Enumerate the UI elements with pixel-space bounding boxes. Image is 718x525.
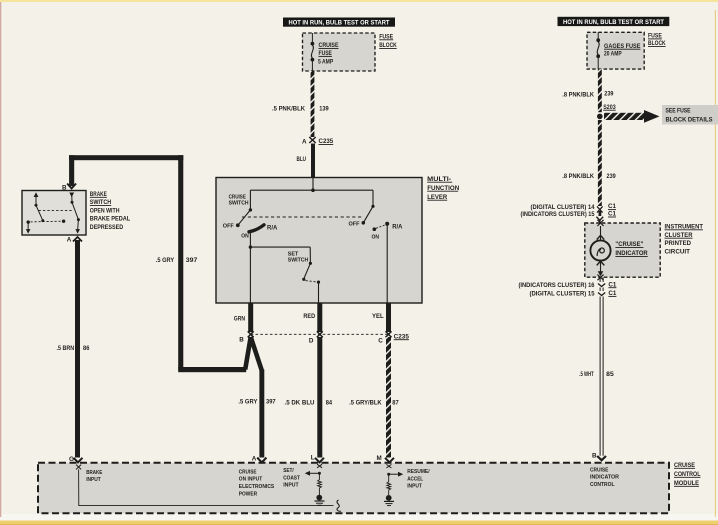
svg-text:GRN: GRN bbox=[234, 315, 246, 322]
svg-text:"CRUISE": "CRUISE" bbox=[615, 241, 643, 248]
svg-text:.5 BRN: .5 BRN bbox=[57, 345, 75, 352]
svg-text:CONTROL: CONTROL bbox=[590, 482, 615, 488]
svg-text:BRAKE: BRAKE bbox=[90, 191, 107, 198]
svg-text:A: A bbox=[302, 138, 307, 145]
svg-text:OFF: OFF bbox=[349, 222, 361, 228]
svg-text:CRUISE: CRUISE bbox=[319, 42, 339, 49]
svg-text:CONTROL: CONTROL bbox=[674, 471, 701, 478]
svg-text:SWITCH: SWITCH bbox=[90, 199, 112, 206]
svg-text:C: C bbox=[378, 338, 383, 345]
svg-text:SWITCH: SWITCH bbox=[288, 257, 309, 263]
svg-text:.5 WHT: .5 WHT bbox=[579, 371, 594, 378]
svg-text:(DIGITAL CLUSTER) 15: (DIGITAL CLUSTER) 15 bbox=[530, 291, 595, 298]
svg-text:.5 DK BLU: .5 DK BLU bbox=[285, 400, 315, 407]
svg-text:BLU: BLU bbox=[297, 156, 307, 163]
svg-text:5 AMP: 5 AMP bbox=[318, 59, 333, 66]
svg-text:YEL: YEL bbox=[372, 313, 384, 320]
svg-text:INDICATOR: INDICATOR bbox=[615, 250, 648, 257]
svg-text:BLOCK: BLOCK bbox=[379, 42, 397, 49]
svg-text:ON: ON bbox=[241, 233, 249, 239]
svg-text:BLOCK: BLOCK bbox=[648, 40, 666, 47]
svg-text:RED: RED bbox=[303, 313, 315, 320]
svg-text:POWER: POWER bbox=[239, 492, 258, 498]
svg-text:HOT IN RUN, BULB TEST OR START: HOT IN RUN, BULB TEST OR START bbox=[563, 19, 664, 26]
svg-text:CRUISE: CRUISE bbox=[239, 469, 257, 475]
svg-text:S203: S203 bbox=[603, 104, 616, 111]
svg-text:.5 GRY: .5 GRY bbox=[156, 257, 175, 264]
svg-text:A: A bbox=[67, 237, 72, 244]
svg-text:C235: C235 bbox=[319, 138, 334, 145]
svg-text:RESUME/: RESUME/ bbox=[407, 469, 430, 475]
svg-text:85: 85 bbox=[606, 371, 614, 378]
svg-text:MULTI-: MULTI- bbox=[427, 176, 451, 183]
svg-text:INPUT: INPUT bbox=[407, 484, 422, 490]
svg-text:ON INPUT: ON INPUT bbox=[239, 477, 263, 483]
svg-text:SET: SET bbox=[288, 252, 299, 258]
svg-text:INSTRUMENT: INSTRUMENT bbox=[665, 223, 704, 230]
svg-text:ON: ON bbox=[372, 234, 380, 240]
svg-text:L: L bbox=[311, 455, 315, 462]
svg-text:INPUT: INPUT bbox=[86, 477, 101, 483]
svg-text:R/A: R/A bbox=[392, 223, 403, 230]
svg-text:M: M bbox=[377, 455, 382, 462]
svg-text:ELECTRONICS: ELECTRONICS bbox=[239, 484, 275, 490]
svg-text:HOT IN RUN, BULB TEST OR START: HOT IN RUN, BULB TEST OR START bbox=[289, 20, 390, 27]
svg-text:CLUSTER: CLUSTER bbox=[665, 232, 693, 239]
svg-text:PRINTED: PRINTED bbox=[665, 240, 692, 247]
svg-text:84: 84 bbox=[326, 400, 333, 407]
svg-text:139: 139 bbox=[319, 106, 329, 113]
svg-text:BRAKE PEDAL: BRAKE PEDAL bbox=[90, 216, 131, 223]
svg-text:397: 397 bbox=[186, 257, 198, 264]
svg-text:MODULE: MODULE bbox=[674, 480, 699, 487]
svg-text:C1: C1 bbox=[608, 211, 616, 218]
svg-text:OFF: OFF bbox=[223, 224, 235, 230]
svg-text:B: B bbox=[592, 453, 597, 460]
svg-text:A: A bbox=[252, 456, 257, 463]
svg-text:.5 PNK/BLK: .5 PNK/BLK bbox=[272, 106, 305, 113]
svg-text:(INDICATORS CLUSTER) 16: (INDICATORS CLUSTER) 16 bbox=[519, 282, 595, 289]
svg-text:C1: C1 bbox=[608, 203, 616, 210]
svg-text:DEPRESSED: DEPRESSED bbox=[90, 224, 124, 231]
svg-text:20 AMP: 20 AMP bbox=[604, 51, 622, 58]
svg-text:CRUISE: CRUISE bbox=[590, 467, 609, 473]
svg-text:GAGES FUSE: GAGES FUSE bbox=[604, 43, 640, 50]
svg-text:B: B bbox=[62, 184, 67, 191]
svg-text:SET/: SET/ bbox=[283, 468, 294, 474]
svg-text:SEE FUSE: SEE FUSE bbox=[666, 108, 691, 115]
svg-text:OPEN WITH: OPEN WITH bbox=[90, 208, 120, 215]
svg-text:INPUT: INPUT bbox=[283, 483, 299, 489]
svg-text:C235: C235 bbox=[394, 333, 410, 340]
svg-text:D: D bbox=[309, 338, 314, 345]
svg-text:239: 239 bbox=[607, 173, 617, 180]
svg-text:CRUISE: CRUISE bbox=[229, 195, 247, 201]
svg-text:FUNCTION: FUNCTION bbox=[427, 185, 459, 192]
svg-text:INDICATOR: INDICATOR bbox=[590, 475, 620, 481]
svg-text:CRUISE: CRUISE bbox=[674, 462, 695, 469]
svg-text:(INDICATORS CLUSTER) 15: (INDICATORS CLUSTER) 15 bbox=[521, 211, 595, 218]
svg-text:FUSE: FUSE bbox=[648, 33, 662, 40]
svg-text:SWITCH: SWITCH bbox=[229, 201, 249, 207]
svg-text:86: 86 bbox=[83, 345, 90, 352]
svg-text:.5 GRY/BLK: .5 GRY/BLK bbox=[349, 400, 382, 407]
svg-text:397: 397 bbox=[266, 399, 276, 406]
svg-text:COAST: COAST bbox=[283, 476, 300, 482]
svg-text:.8 PNK/BLK: .8 PNK/BLK bbox=[562, 173, 594, 180]
svg-text:FUSE: FUSE bbox=[379, 33, 393, 40]
svg-text:LEVER: LEVER bbox=[427, 194, 447, 201]
svg-text:87: 87 bbox=[392, 400, 399, 407]
svg-text:C1: C1 bbox=[608, 281, 616, 288]
svg-text:B: B bbox=[239, 337, 244, 344]
svg-text:R/A: R/A bbox=[267, 224, 278, 231]
svg-text:BLOCK DETAILS: BLOCK DETAILS bbox=[666, 117, 713, 124]
svg-text:CIRCUIT: CIRCUIT bbox=[665, 248, 691, 255]
svg-text:.5 GRY: .5 GRY bbox=[238, 399, 258, 406]
svg-text:239: 239 bbox=[604, 91, 614, 98]
svg-text:FUSE: FUSE bbox=[319, 50, 332, 57]
svg-text:ACCEL: ACCEL bbox=[407, 477, 423, 483]
svg-text:.8 PNK/BLK: .8 PNK/BLK bbox=[562, 91, 594, 98]
svg-text:BRAKE: BRAKE bbox=[86, 470, 102, 476]
svg-text:C1: C1 bbox=[608, 290, 616, 297]
svg-text:G: G bbox=[69, 456, 74, 463]
svg-text:(DIGITAL CLUSTER) 14: (DIGITAL CLUSTER) 14 bbox=[531, 204, 595, 211]
